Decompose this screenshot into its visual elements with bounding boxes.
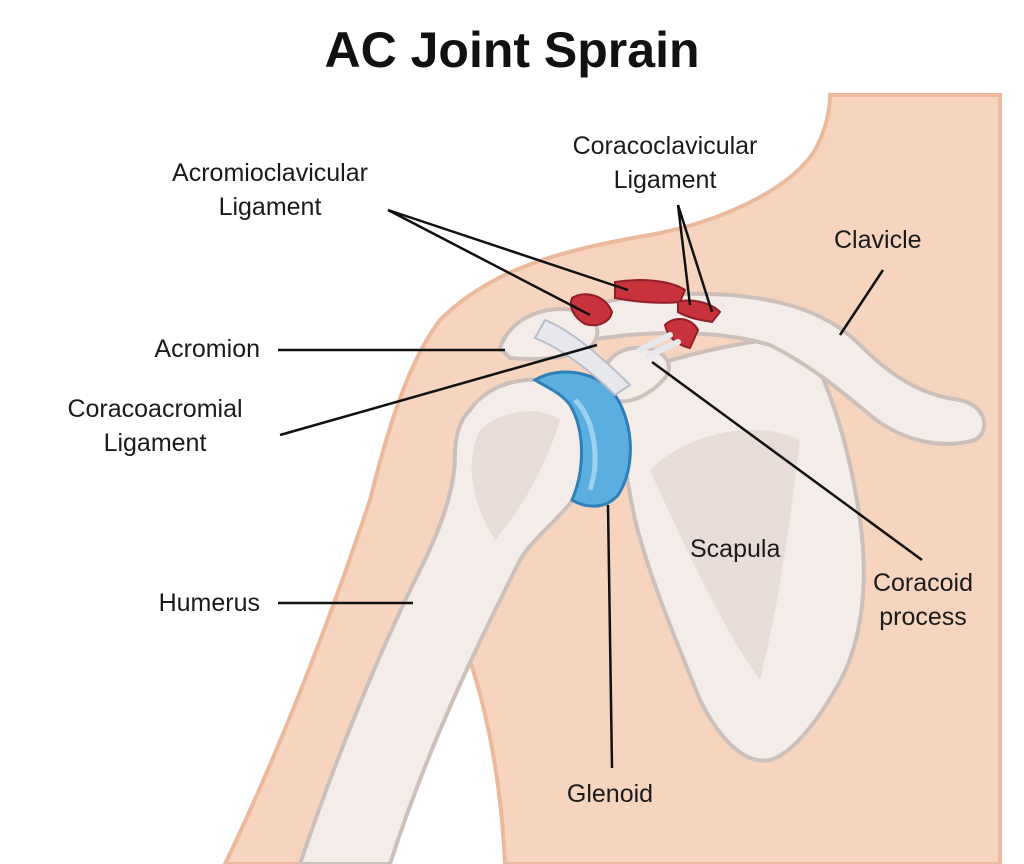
scapula-shading [650,430,800,680]
acromioclavicular-ligament-torn-a [569,293,614,327]
label-coracoclavicular-ligament: Coracoclavicular Ligament [572,132,758,194]
clavicle-bone [511,291,987,446]
leader-coracoclavicular-1 [676,204,692,306]
coracoclavicular-ligament-fibers [637,332,681,359]
label-coracoacromial-ligament: Coracoacromial Ligament [67,395,243,457]
label-acromioclavicular-ligament: Acromioclavicular Ligament [172,159,368,221]
leader-coracoacromial [279,343,598,437]
coracoacromial-ligament [533,318,632,397]
label-clavicle: Clavicle [834,226,922,254]
leader-acromioclavicular-2 [387,208,629,292]
leader-clavicle [838,269,885,336]
label-coracoid-process: Coracoid process [872,569,974,631]
label-acromion: Acromion [154,335,260,363]
leader-acromioclavicular-1 [387,208,591,317]
leader-coracoclavicular-2 [676,204,714,313]
glenoid-cartilage-highlight [573,398,598,491]
page-title: AC Joint Sprain [324,22,700,78]
label-humerus: Humerus [158,589,260,617]
humerus-shading [471,411,560,540]
label-glenoid: Glenoid [566,780,654,808]
leader-glenoid [606,504,614,769]
label-scapula: Scapula [690,535,781,563]
leader-coracoid [651,360,923,562]
